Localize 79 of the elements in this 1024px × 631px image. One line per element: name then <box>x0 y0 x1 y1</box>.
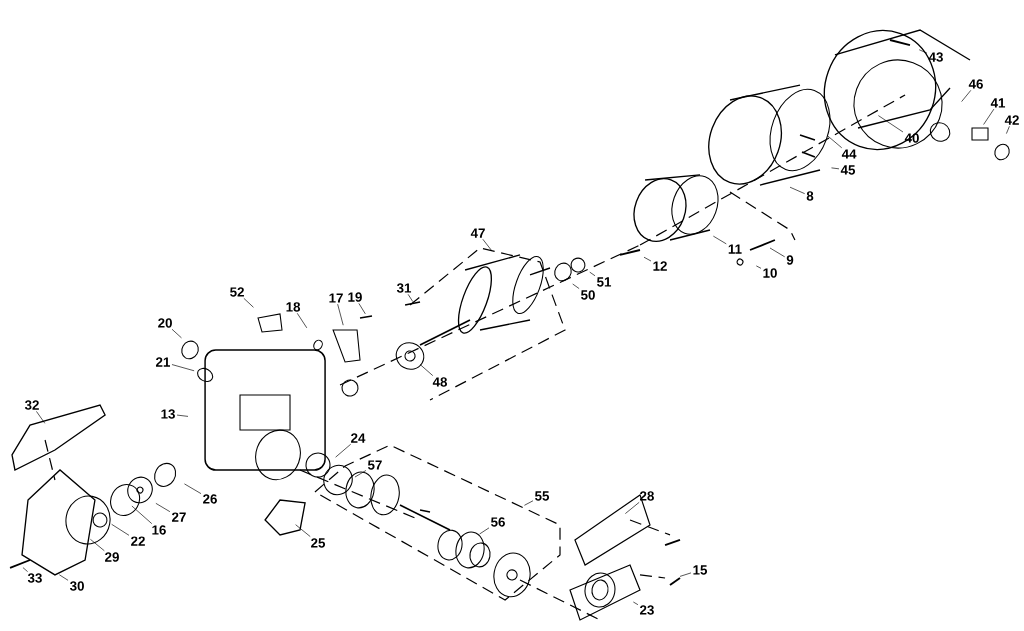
leader-line <box>22 567 28 572</box>
leader-line <box>827 135 843 149</box>
leader-line <box>407 294 414 302</box>
callout-number: 42 <box>1004 115 1019 125</box>
leader-line <box>171 364 195 372</box>
callout-number: 10 <box>763 268 777 278</box>
leader-line <box>589 271 596 277</box>
callout-number: 23 <box>640 605 654 615</box>
callout-number: 33 <box>27 573 42 583</box>
leader-line <box>36 411 46 424</box>
callout-number: 12 <box>653 261 667 271</box>
leader-line <box>358 303 366 315</box>
leader-line <box>769 247 786 258</box>
callout-number: 45 <box>840 165 856 175</box>
leader-line <box>90 539 105 552</box>
leader-line <box>243 298 254 308</box>
leader-line <box>961 89 972 102</box>
leader-line <box>295 524 311 537</box>
callout-number: 32 <box>24 400 39 410</box>
callout-number: 29 <box>105 552 119 562</box>
callout-number: 47 <box>470 228 485 238</box>
leader-line <box>337 303 344 326</box>
callout-number: 28 <box>640 491 654 501</box>
leader-line <box>789 186 806 194</box>
callout-number: 55 <box>535 491 550 501</box>
callout-number: 19 <box>348 292 362 302</box>
leader-line <box>296 312 308 329</box>
leader-line <box>184 483 202 494</box>
callout-number: 13 <box>161 409 175 419</box>
callout-number: 24 <box>351 433 366 443</box>
leader-line <box>419 364 434 376</box>
leader-line <box>335 443 352 458</box>
callout-number: 43 <box>928 52 943 62</box>
callout-number: 16 <box>152 525 166 535</box>
callout-number: 11 <box>728 244 742 254</box>
callout-number: 15 <box>693 565 708 575</box>
leader-line <box>131 505 153 524</box>
leader-line <box>155 503 171 513</box>
leader-line <box>918 49 928 54</box>
callout-number: 27 <box>172 512 186 522</box>
callout-number: 31 <box>396 283 412 293</box>
callout-number: 44 <box>841 149 857 159</box>
leader-line <box>479 527 490 535</box>
callout-number: 41 <box>990 98 1006 108</box>
callout-number: 18 <box>286 302 301 312</box>
leader-line <box>176 414 189 417</box>
leader-line <box>679 572 692 577</box>
callout-number: 30 <box>70 581 84 591</box>
leader-line <box>171 328 182 339</box>
leader-line <box>633 601 639 606</box>
callout-number: 21 <box>156 357 170 367</box>
leader-line <box>625 501 640 514</box>
callout-number: 51 <box>597 277 612 287</box>
leader-line <box>354 470 367 478</box>
callout-number: 57 <box>367 460 382 470</box>
leader-line <box>713 235 727 245</box>
leader-line <box>482 238 492 251</box>
leader-line <box>1006 125 1010 134</box>
leader-line <box>59 574 69 581</box>
callout-number: 26 <box>203 494 217 504</box>
leader-line <box>878 115 904 133</box>
callout-number: 17 <box>329 293 343 303</box>
leader-line <box>831 167 840 170</box>
leader-line <box>643 256 652 262</box>
callout-number: 50 <box>581 290 595 300</box>
callout-number: 25 <box>311 538 326 548</box>
callout-number: 52 <box>230 287 244 297</box>
leader-line <box>983 108 995 125</box>
callout-number: 8 <box>806 191 814 201</box>
callout-number: 9 <box>786 255 794 265</box>
callout-number: 46 <box>968 79 983 89</box>
leader-line <box>524 500 534 506</box>
callout-number: 48 <box>432 377 447 387</box>
leader-line <box>755 265 762 269</box>
leader-line <box>111 523 130 536</box>
callout-number: 20 <box>158 318 172 328</box>
callout-number: 22 <box>131 536 145 546</box>
callout-number: 56 <box>491 517 505 527</box>
leader-line <box>572 283 580 289</box>
